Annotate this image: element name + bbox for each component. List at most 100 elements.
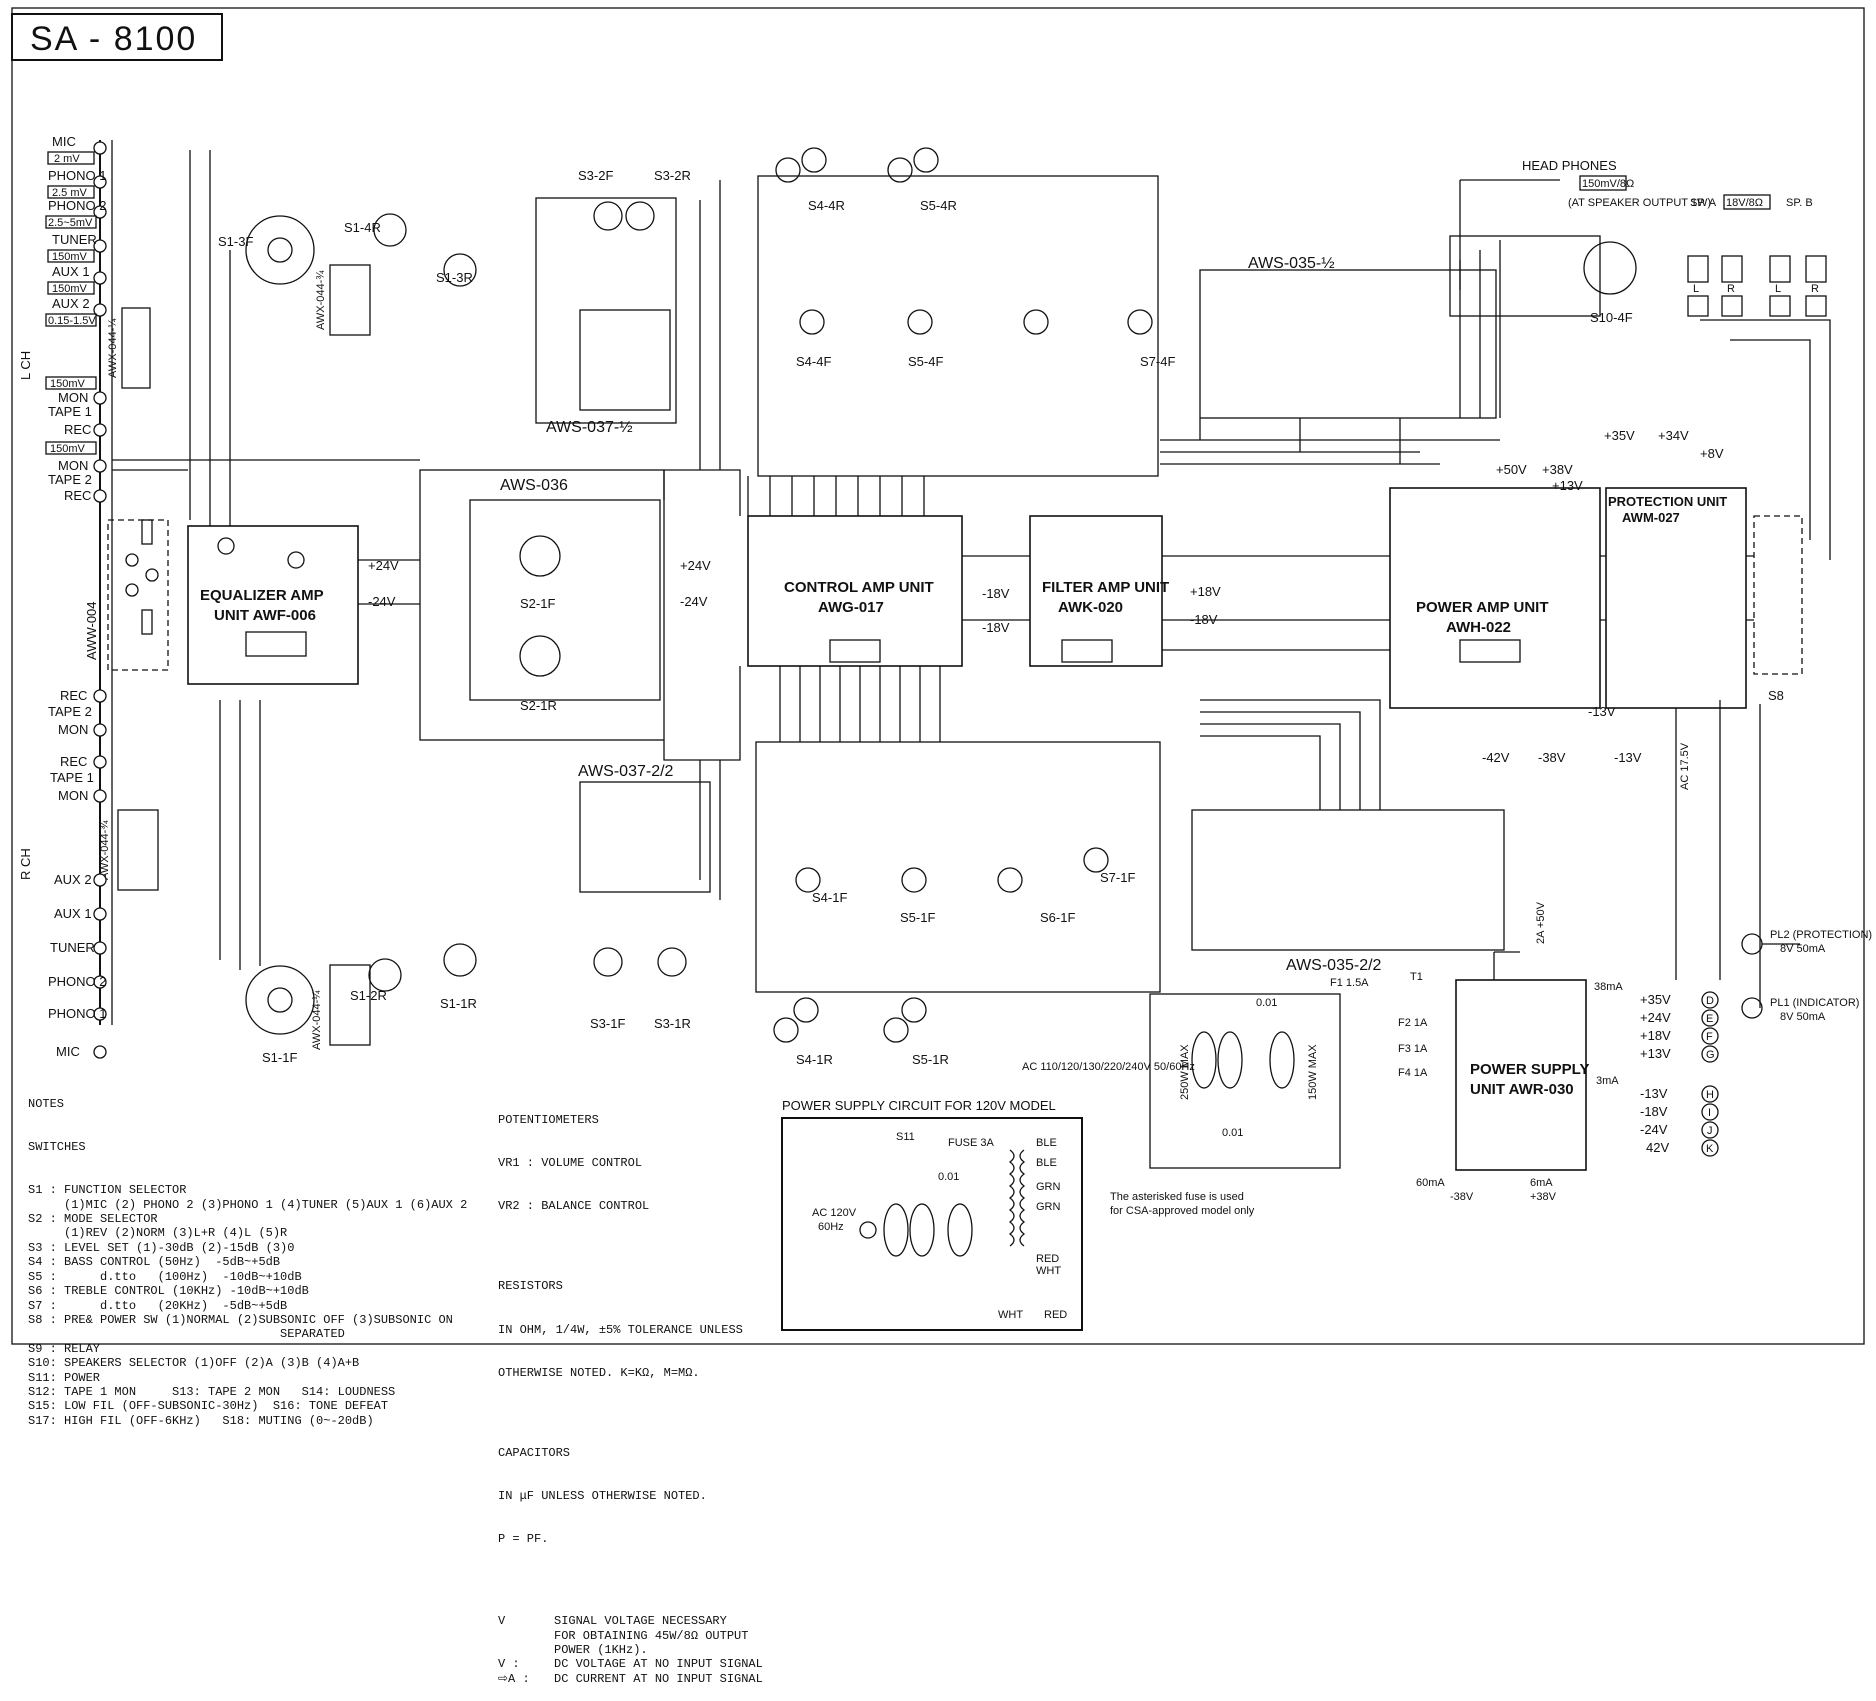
svg-text:+50V: +50V bbox=[1496, 462, 1527, 477]
svg-text:S2-1F: S2-1F bbox=[520, 596, 555, 611]
svg-text:CONTROL AMP UNIT: CONTROL AMP UNIT bbox=[784, 579, 934, 596]
svg-text:AWX-044-¼: AWX-044-¼ bbox=[107, 318, 119, 378]
svg-text:+24V: +24V bbox=[1640, 1010, 1671, 1025]
svg-text:AWX-044-¾: AWX-044-¾ bbox=[315, 270, 327, 330]
svg-text:MON: MON bbox=[58, 458, 88, 473]
left-channel-label: L CH bbox=[18, 351, 33, 380]
svg-text:PHONO 2: PHONO 2 bbox=[48, 198, 107, 213]
svg-text:S3-1F: S3-1F bbox=[590, 1016, 625, 1031]
resistors-line-1: IN OHM, 1/4W, ±5% TOLERANCE UNLESS bbox=[498, 1322, 743, 1337]
svg-text:TAPE 1: TAPE 1 bbox=[50, 770, 94, 785]
svg-text:S1-4R: S1-4R bbox=[344, 220, 381, 235]
svg-text:AWX-044-¼: AWX-044-¼ bbox=[311, 990, 323, 1050]
svg-text:-42V: -42V bbox=[1482, 750, 1510, 765]
svg-text:60mA: 60mA bbox=[1416, 1177, 1445, 1189]
svg-text:I: I bbox=[1708, 1107, 1711, 1119]
svg-text:S1-2R: S1-2R bbox=[350, 988, 387, 1003]
ac-outlets bbox=[1149, 993, 1341, 1169]
capacitors-line-2: P = PF. bbox=[498, 1532, 549, 1547]
svg-text:-24V: -24V bbox=[368, 594, 396, 609]
svg-text:PL2 (PROTECTION): PL2 (PROTECTION) bbox=[1770, 929, 1872, 941]
svg-text:S4-1R: S4-1R bbox=[796, 1052, 833, 1067]
switch-note-line: S11: POWER bbox=[28, 1370, 101, 1385]
svg-text:AUX 2: AUX 2 bbox=[52, 296, 90, 311]
speaker-terminal-r-a: R bbox=[1721, 255, 1743, 317]
svg-text:150mV: 150mV bbox=[50, 378, 86, 390]
legend-text: DC VOLTAGE AT NO INPUT SIGNAL bbox=[554, 1657, 763, 1672]
svg-text:UNIT AWR-030: UNIT AWR-030 bbox=[1470, 1081, 1574, 1098]
svg-text:150W MAX: 150W MAX bbox=[1307, 1044, 1319, 1100]
switch-note-line: S5 : d.tto (100Hz) -10dB~+10dB bbox=[28, 1269, 302, 1284]
svg-text:-18V: -18V bbox=[1640, 1104, 1668, 1119]
svg-text:S3-2R: S3-2R bbox=[654, 168, 691, 183]
svg-text:8V 50mA: 8V 50mA bbox=[1780, 943, 1826, 955]
switch-note-line: S7 : d.tto (20KHz) -5dB~+5dB bbox=[28, 1298, 288, 1313]
board-aws036: AWS-036 S2-1F S2-1R +24V -24V bbox=[419, 469, 711, 741]
resistors-line-2: OTHERWISE NOTED. K=KΩ, M=MΩ. bbox=[498, 1365, 700, 1380]
svg-text:REC: REC bbox=[60, 688, 87, 703]
svg-text:GRN: GRN bbox=[1036, 1201, 1061, 1213]
switch-note-line: S10: SPEAKERS SELECTOR (1)OFF (2)A (3)B … bbox=[28, 1356, 360, 1371]
page-title: SA - 8100 bbox=[30, 20, 197, 58]
svg-text:+38V: +38V bbox=[1542, 462, 1573, 477]
svg-text:+34V: +34V bbox=[1658, 428, 1689, 443]
control-amp-unit: CONTROL AMP UNIT AWG-017 -18V -18V bbox=[747, 515, 1010, 667]
svg-text:AC 110/120/130/220/240V 50/60H: AC 110/120/130/220/240V 50/60Hz bbox=[1022, 1061, 1195, 1073]
svg-text:+13V: +13V bbox=[1640, 1046, 1671, 1061]
svg-text:2.5~5mV: 2.5~5mV bbox=[48, 217, 93, 229]
svg-text:S1-3F: S1-3F bbox=[218, 234, 253, 249]
svg-text:TAPE 2: TAPE 2 bbox=[48, 704, 92, 719]
svg-text:TUNER: TUNER bbox=[50, 940, 95, 955]
potentiometer-2: VR2 : BALANCE CONTROL bbox=[498, 1199, 650, 1214]
function-selector-bottom: S1-1F AWX-044-¼ S1-2R S1-1R bbox=[245, 943, 477, 1065]
svg-text:-18V: -18V bbox=[982, 586, 1010, 601]
board-awx044-top bbox=[329, 264, 371, 336]
svg-text:S1-1R: S1-1R bbox=[440, 996, 477, 1011]
sheet-border bbox=[11, 7, 1865, 1345]
board-aws037-bottom: AWS-037-2/2 S3-1F S3-1R bbox=[578, 763, 711, 1031]
notes-switches: NOTES SWITCHES S1 : FUNCTION SELECTOR (1… bbox=[28, 1068, 467, 1443]
input-jack-aux2-l: AUX 20.15-1.5V bbox=[45, 296, 107, 327]
svg-text:J: J bbox=[1707, 1125, 1713, 1137]
svg-text:S10-4F: S10-4F bbox=[1590, 310, 1633, 325]
svg-text:+13V: +13V bbox=[1552, 478, 1583, 493]
svg-text:+24V: +24V bbox=[368, 558, 399, 573]
svg-text:AUX 2: AUX 2 bbox=[54, 872, 92, 887]
svg-text:L: L bbox=[1693, 283, 1699, 295]
legend-text: DC CURRENT AT NO INPUT SIGNAL bbox=[554, 1671, 763, 1686]
svg-text:POWER SUPPLY CIRCUIT FOR 120V: POWER SUPPLY CIRCUIT FOR 120V MODEL bbox=[782, 1098, 1056, 1113]
legend-text: SIGNAL VOLTAGE NECESSARY FOR OBTAINING 4… bbox=[554, 1614, 749, 1658]
svg-text:-13V: -13V bbox=[1614, 750, 1642, 765]
svg-text:AWM-027: AWM-027 bbox=[1622, 510, 1680, 525]
svg-text:BLE: BLE bbox=[1036, 1157, 1057, 1169]
svg-text:RED: RED bbox=[1036, 1253, 1059, 1265]
svg-text:HEAD PHONES: HEAD PHONES bbox=[1522, 158, 1617, 173]
svg-text:FILTER AMP UNIT: FILTER AMP UNIT bbox=[1042, 579, 1169, 596]
board-aww004 bbox=[107, 519, 169, 671]
svg-text:150mV/8Ω: 150mV/8Ω bbox=[1582, 178, 1634, 190]
svg-text:REC: REC bbox=[64, 422, 91, 437]
svg-text:42V: 42V bbox=[1646, 1140, 1669, 1155]
input-jack-phono2-l: PHONO 2 2.5~5mV bbox=[45, 198, 107, 229]
tape2-rec-l: REC bbox=[64, 488, 107, 503]
svg-text:150mV: 150mV bbox=[52, 251, 88, 263]
svg-text:6mA: 6mA bbox=[1530, 1177, 1553, 1189]
switch-note-line: (1)MIC (2) PHONO 2 (3)PHONO 1 (4)TUNER (… bbox=[28, 1197, 468, 1212]
psu-120v-inset: POWER SUPPLY CIRCUIT FOR 120V MODEL AC 1… bbox=[781, 1098, 1083, 1331]
svg-text:FUSE 3A: FUSE 3A bbox=[948, 1137, 995, 1149]
svg-text:H: H bbox=[1706, 1089, 1714, 1101]
svg-text:8V 50mA: 8V 50mA bbox=[1780, 1011, 1826, 1023]
potentiometers-heading: POTENTIOMETERS bbox=[498, 1112, 599, 1127]
speaker-terminal-l-b: L bbox=[1769, 255, 1791, 317]
svg-text:F4 1A: F4 1A bbox=[1398, 1067, 1428, 1079]
svg-text:PHONO 1: PHONO 1 bbox=[48, 1006, 107, 1021]
svg-text:S11: S11 bbox=[896, 1131, 915, 1143]
